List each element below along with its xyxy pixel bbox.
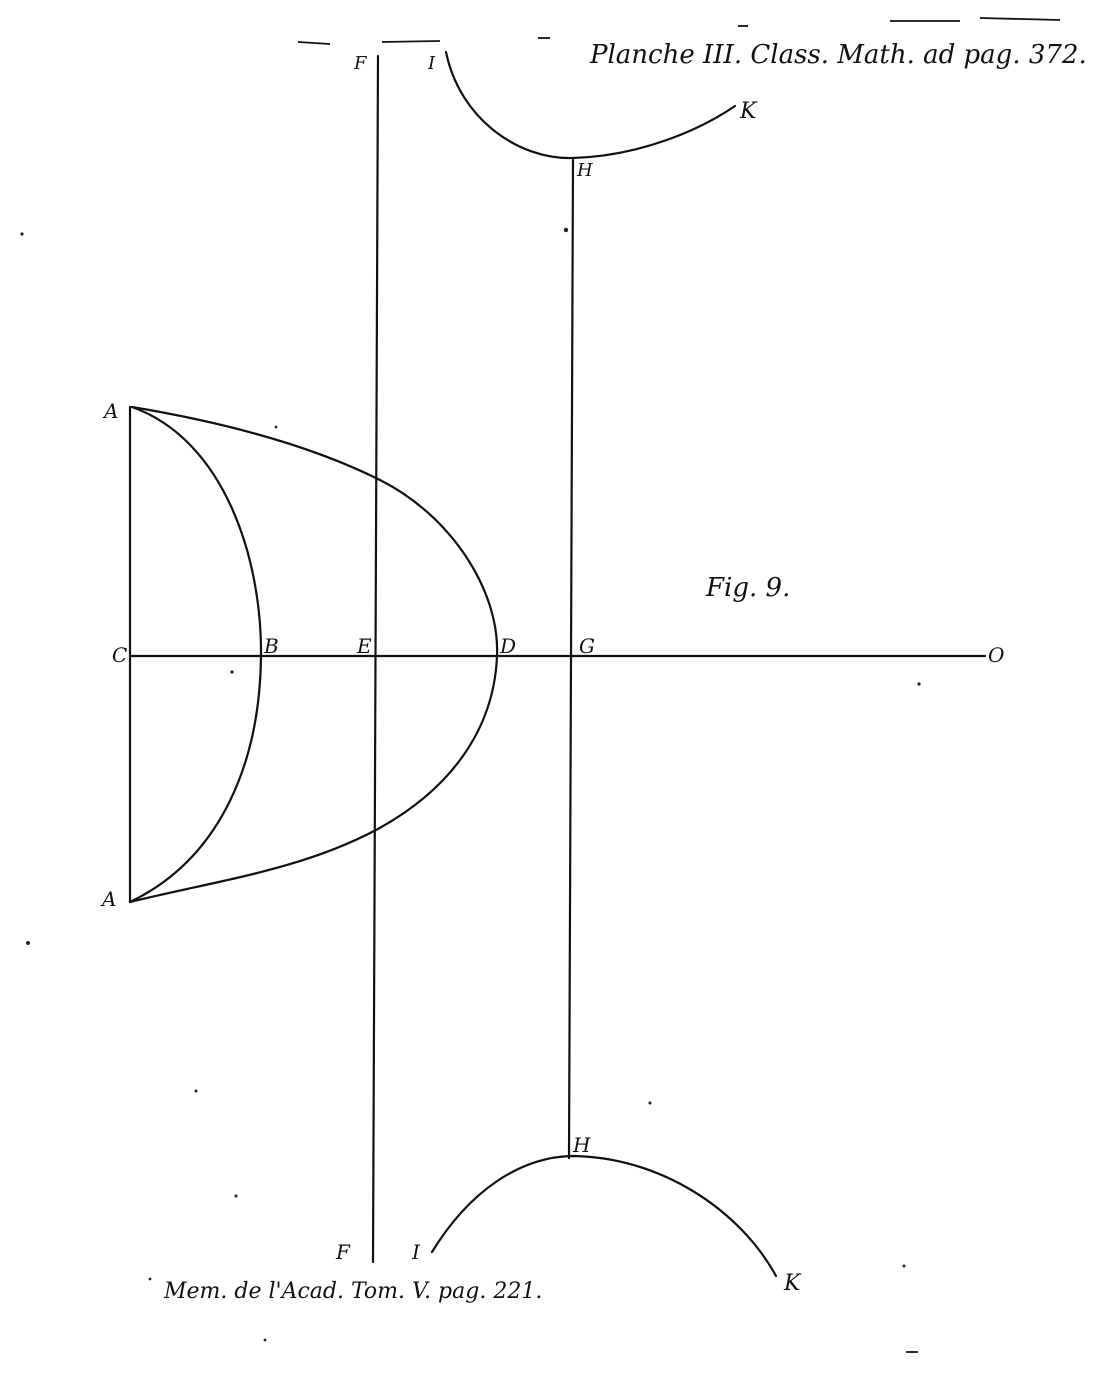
- curve-ada: [128, 405, 499, 904]
- curve-ihk-lower: [430, 1154, 778, 1278]
- top-edge-marks: [297, 17, 1061, 45]
- vertical-line-hh: [567, 158, 575, 1160]
- label-point-g: G: [579, 634, 595, 658]
- label-point-h-bottom: H: [572, 1133, 591, 1157]
- figure-label: Fig. 9.: [705, 573, 790, 603]
- stray-specks: [20, 227, 921, 1353]
- label-point-o: O: [988, 643, 1004, 667]
- label-point-a-top: A: [102, 399, 118, 423]
- curve-aba: [128, 405, 263, 904]
- label-point-c: C: [112, 643, 127, 667]
- label-point-i-bottom: I: [411, 1240, 421, 1264]
- plate-header: Planche III. Class. Math. ad pag. 372.: [589, 40, 1087, 70]
- label-point-i-top: I: [427, 53, 436, 74]
- vertical-line-ff: [371, 54, 380, 1264]
- label-point-k-bottom: K: [783, 1271, 802, 1296]
- label-point-b: B: [263, 634, 279, 658]
- label-point-f-bottom: F: [335, 1240, 351, 1264]
- label-point-d: D: [499, 634, 516, 658]
- label-point-a-bottom: A: [100, 887, 116, 911]
- label-point-e: E: [356, 634, 372, 658]
- curve-ihk-upper: [444, 50, 737, 160]
- plate-footer-reference: Mem. de l'Acad. Tom. V. pag. 221.: [163, 1279, 542, 1304]
- label-point-f-top: F: [353, 53, 368, 74]
- label-point-h-top: H: [576, 160, 593, 181]
- label-point-k-top: K: [739, 99, 758, 124]
